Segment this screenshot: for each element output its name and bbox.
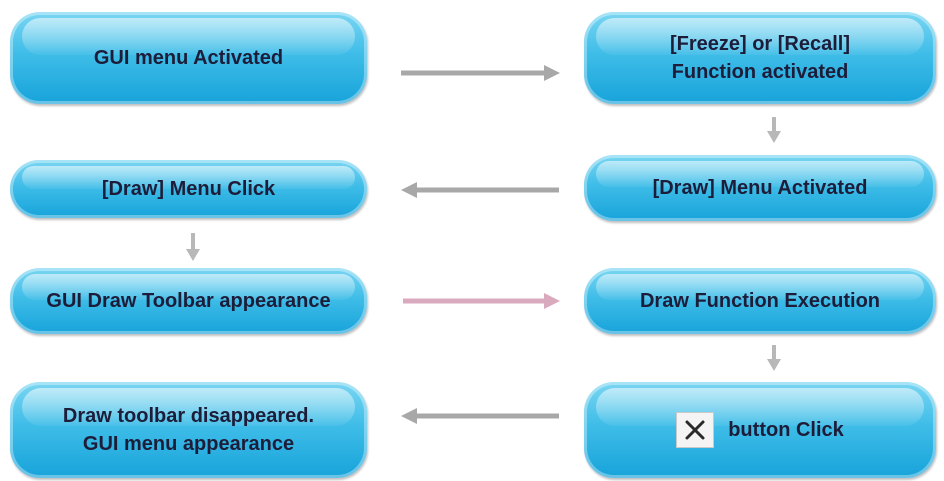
node-button-click: button Click bbox=[584, 382, 936, 478]
node-label: GUI Draw Toolbar appearance bbox=[46, 290, 331, 312]
arrow-toolbar-to-execution bbox=[403, 293, 560, 309]
node-label: [Freeze] or [Recall] Function activated bbox=[669, 33, 851, 83]
node-label: GUI menu Activated bbox=[93, 47, 284, 69]
arrow-gui-to-freeze bbox=[401, 65, 560, 81]
arrow-freeze-to-draw-activated bbox=[767, 117, 781, 143]
node-label: Draw toolbar disappeared. GUI menu appea… bbox=[62, 405, 315, 455]
close-icon bbox=[676, 412, 715, 448]
node-label: Draw Function Execution bbox=[639, 290, 881, 312]
arrow-click-to-toolbar bbox=[186, 233, 200, 261]
node-toolbar-disappeared: Draw toolbar disappeared. GUI menu appea… bbox=[10, 382, 367, 478]
arrow-execution-to-button bbox=[767, 345, 781, 371]
arrow-draw-activated-to-click bbox=[401, 182, 559, 198]
node-label: button Click bbox=[728, 419, 844, 441]
node-freeze-recall-activated: [Freeze] or [Recall] Function activated bbox=[584, 12, 936, 104]
node-draw-menu-activated: [Draw] Menu Activated bbox=[584, 155, 936, 221]
node-gui-draw-toolbar-appearance: GUI Draw Toolbar appearance bbox=[10, 268, 367, 334]
node-label: [Draw] Menu Click bbox=[101, 178, 276, 200]
node-draw-function-execution: Draw Function Execution bbox=[584, 268, 936, 334]
node-draw-menu-click: [Draw] Menu Click bbox=[10, 160, 367, 218]
arrow-button-to-disappeared bbox=[401, 408, 559, 424]
node-gui-menu-activated: GUI menu Activated bbox=[10, 12, 367, 104]
node-label: [Draw] Menu Activated bbox=[652, 177, 868, 199]
